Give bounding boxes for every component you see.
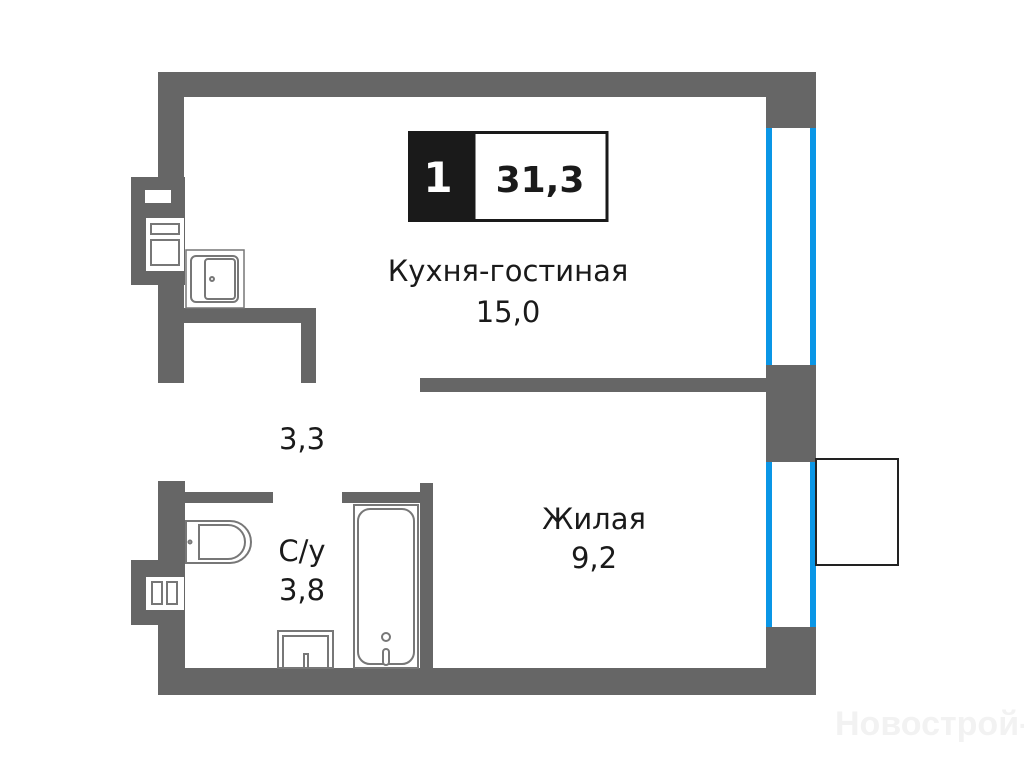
ventilation-icon [146, 577, 184, 610]
watermark: Новострой-М [835, 705, 1024, 743]
room-name-bedroom: Жилая [542, 502, 646, 536]
toilet-icon [185, 520, 252, 564]
room-area-kitchen-living: 15,0 [476, 295, 541, 329]
kitchen-vent-icon [145, 190, 171, 203]
stove-icon [146, 218, 184, 271]
total-area: 31,3 [496, 160, 585, 201]
apartment-badge: 1 31,3 [408, 131, 609, 222]
balcony [815, 458, 899, 566]
bathtub-icon [353, 504, 419, 669]
bathroom-sink-icon [277, 630, 334, 669]
room-name-bathroom: С/у [278, 534, 325, 568]
room-name-kitchen-living: Кухня-гостиная [388, 254, 629, 288]
kitchen-sink-icon [185, 249, 245, 309]
room-area-hallway: 3,3 [279, 422, 325, 456]
room-area-bedroom: 9,2 [571, 541, 617, 575]
windows [766, 128, 816, 627]
rooms-count: 1 [423, 153, 452, 202]
room-area-bathroom: 3,8 [279, 573, 325, 607]
